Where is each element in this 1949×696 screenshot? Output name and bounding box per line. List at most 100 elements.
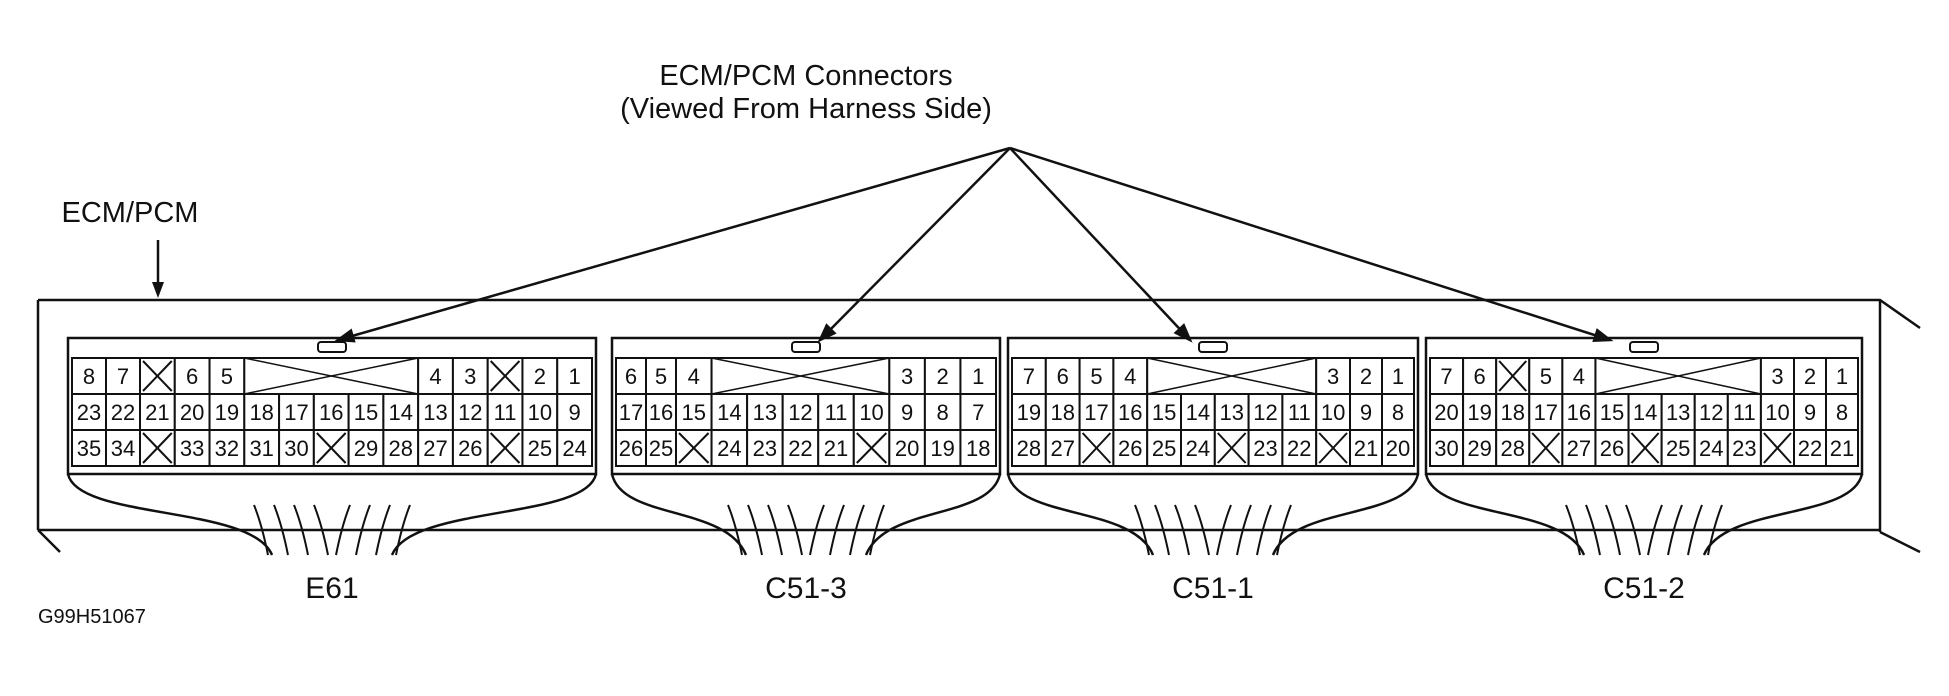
- pin-cell: [888, 357, 926, 395]
- pin-cell: [1112, 357, 1149, 395]
- pin-cell: [1044, 429, 1081, 467]
- blank-section-line: [711, 357, 890, 395]
- pin-cell: [1660, 393, 1696, 431]
- pin-number: 24: [1186, 436, 1210, 461]
- wire-stroke: [849, 504, 865, 556]
- pin-number: 14: [1186, 400, 1210, 425]
- connector-label: E61: [305, 572, 358, 605]
- pin-cell: [1561, 429, 1597, 467]
- pin-cell: [1247, 429, 1284, 467]
- pin-number: 8: [937, 400, 949, 425]
- pin-number: 7: [117, 364, 129, 389]
- pin-cell: [817, 429, 855, 467]
- wire-stroke: [1585, 504, 1601, 556]
- pin-number: 17: [1084, 400, 1108, 425]
- empty-cavity-cross: [142, 432, 173, 464]
- connector-latch: [317, 341, 347, 353]
- blank-section-line: [1147, 357, 1317, 395]
- pin-number: 3: [464, 364, 476, 389]
- wire-stroke: [1154, 504, 1170, 556]
- empty-cavity-cross: [1081, 432, 1112, 464]
- pin-number: 3: [1327, 364, 1339, 389]
- ecm-housing: [36, 298, 1921, 554]
- pin-number: 3: [1771, 364, 1783, 389]
- pin-cell: [1759, 357, 1795, 395]
- pin-number: 28: [1017, 436, 1041, 461]
- pin-number: 12: [1699, 400, 1723, 425]
- harness-curve: [66, 473, 598, 556]
- wire-stroke: [1256, 504, 1272, 556]
- empty-cavity-cross: [1531, 432, 1561, 464]
- pin-number: 2: [534, 364, 546, 389]
- pin-number: 8: [1392, 400, 1404, 425]
- pin-cell: [1793, 429, 1827, 467]
- wire-stroke: [1565, 504, 1581, 556]
- leader-arrowhead: [817, 323, 837, 343]
- pin-number: 10: [859, 400, 883, 425]
- pin-number: 13: [423, 400, 447, 425]
- pin-number: 22: [788, 436, 812, 461]
- pin-cell: [105, 429, 141, 467]
- leader-arrows: [334, 146, 1614, 343]
- pin-cell: [208, 393, 246, 431]
- pin-cell: [645, 429, 677, 467]
- pin-number: 6: [625, 364, 637, 389]
- pin-cell: [1825, 429, 1859, 467]
- wire-stroke: [829, 504, 845, 556]
- pin-number: 14: [1633, 400, 1657, 425]
- pin-cell: [1213, 393, 1250, 431]
- harness-curve: [610, 473, 1002, 556]
- pin-number: 9: [901, 400, 913, 425]
- harness-curve: [1424, 473, 1864, 556]
- pin-number: 25: [1152, 436, 1176, 461]
- pin-cell: [556, 429, 594, 467]
- pin-number: 7: [972, 400, 984, 425]
- leader-arrowhead: [334, 328, 356, 343]
- pin-number: 16: [1567, 400, 1591, 425]
- title-line-1: ECM/PCM Connectors: [659, 60, 952, 92]
- empty-cavity-cross: [1630, 432, 1660, 464]
- wire-stroke: [1647, 504, 1663, 556]
- pin-number: 12: [788, 400, 812, 425]
- pin-number: 32: [215, 436, 239, 461]
- pin-number: 19: [1017, 400, 1041, 425]
- pin-number: 18: [966, 436, 990, 461]
- pin-number: 11: [1288, 400, 1311, 425]
- pin-number: 24: [1699, 436, 1723, 461]
- wire-stroke: [1667, 504, 1683, 556]
- wire-stroke: [1687, 504, 1703, 556]
- pin-number: 27: [1567, 436, 1591, 461]
- pin-cell: [1561, 357, 1597, 395]
- wire-stroke: [1625, 504, 1641, 556]
- wire-stroke: [1174, 504, 1190, 556]
- pin-number: 15: [354, 400, 378, 425]
- pin-cell: [1429, 357, 1465, 395]
- pin-number: 2: [937, 364, 949, 389]
- pin-number: 10: [528, 400, 552, 425]
- wire-stroke: [253, 504, 269, 556]
- empty-cavity-cross: [489, 360, 521, 392]
- empty-cavity-cross: [142, 360, 173, 392]
- pin-number: 19: [930, 436, 954, 461]
- pin-number: 1: [1392, 364, 1404, 389]
- wire-stroke: [313, 504, 329, 556]
- pin-number: 34: [111, 436, 135, 461]
- pin-number: 9: [1804, 400, 1816, 425]
- pin-number: 5: [1090, 364, 1102, 389]
- wire-stroke: [1134, 504, 1150, 556]
- pin-cell: [1462, 393, 1498, 431]
- pin-cell: [1349, 393, 1383, 431]
- blank-section-line: [1595, 357, 1762, 395]
- pin-number: 4: [429, 364, 441, 389]
- pin-number: 14: [389, 400, 413, 425]
- wire-stroke: [727, 504, 743, 556]
- pin-number: 20: [895, 436, 919, 461]
- connector-label: C51-2: [1603, 572, 1685, 605]
- pin-number: 17: [1534, 400, 1558, 425]
- pin-number: 26: [458, 436, 482, 461]
- pin-cell: [645, 393, 677, 431]
- pin-cell: [1528, 357, 1564, 395]
- pin-number: 15: [1152, 400, 1176, 425]
- pin-number: 2: [1804, 364, 1816, 389]
